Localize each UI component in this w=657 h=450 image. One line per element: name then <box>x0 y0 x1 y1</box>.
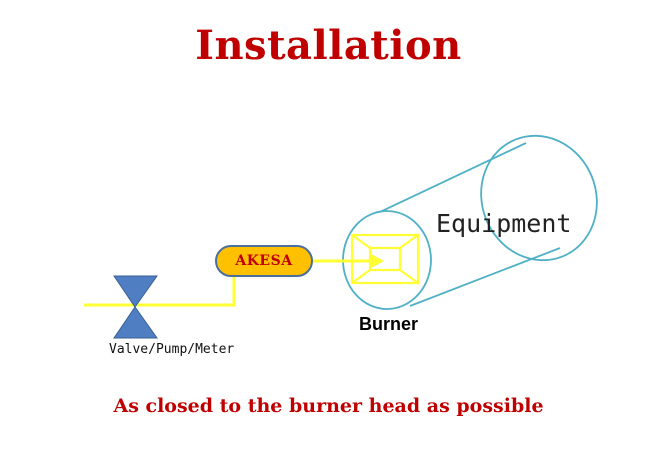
akesa-device <box>215 245 313 277</box>
burner-corner-tl <box>351 234 371 249</box>
footer-note: As closed to the burner head as possible <box>113 395 544 417</box>
valve-label: Valve/Pump/Meter <box>109 342 235 357</box>
cylinder-top-edge <box>379 142 527 213</box>
equipment-label: Equipment <box>436 209 572 238</box>
pipe-line <box>84 276 236 307</box>
burner-corner-br <box>399 269 419 284</box>
burner-head <box>350 233 420 285</box>
valve-icon <box>113 275 158 339</box>
cylinder-far-end <box>480 134 598 262</box>
burner-label: Burner <box>359 314 419 334</box>
pipe-arrowhead <box>371 254 384 268</box>
burner-inner-frame <box>368 246 402 272</box>
page-title: Installation <box>195 22 462 69</box>
akesa-label: AKESA <box>235 253 293 269</box>
valve-bottom-triangle <box>113 306 158 339</box>
valve-top-triangle <box>113 275 158 308</box>
burner-corner-bl <box>351 269 371 284</box>
burner-outer-frame <box>350 233 420 285</box>
cylinder-bottom-edge <box>409 247 561 307</box>
burner-corner-tr <box>399 234 419 249</box>
